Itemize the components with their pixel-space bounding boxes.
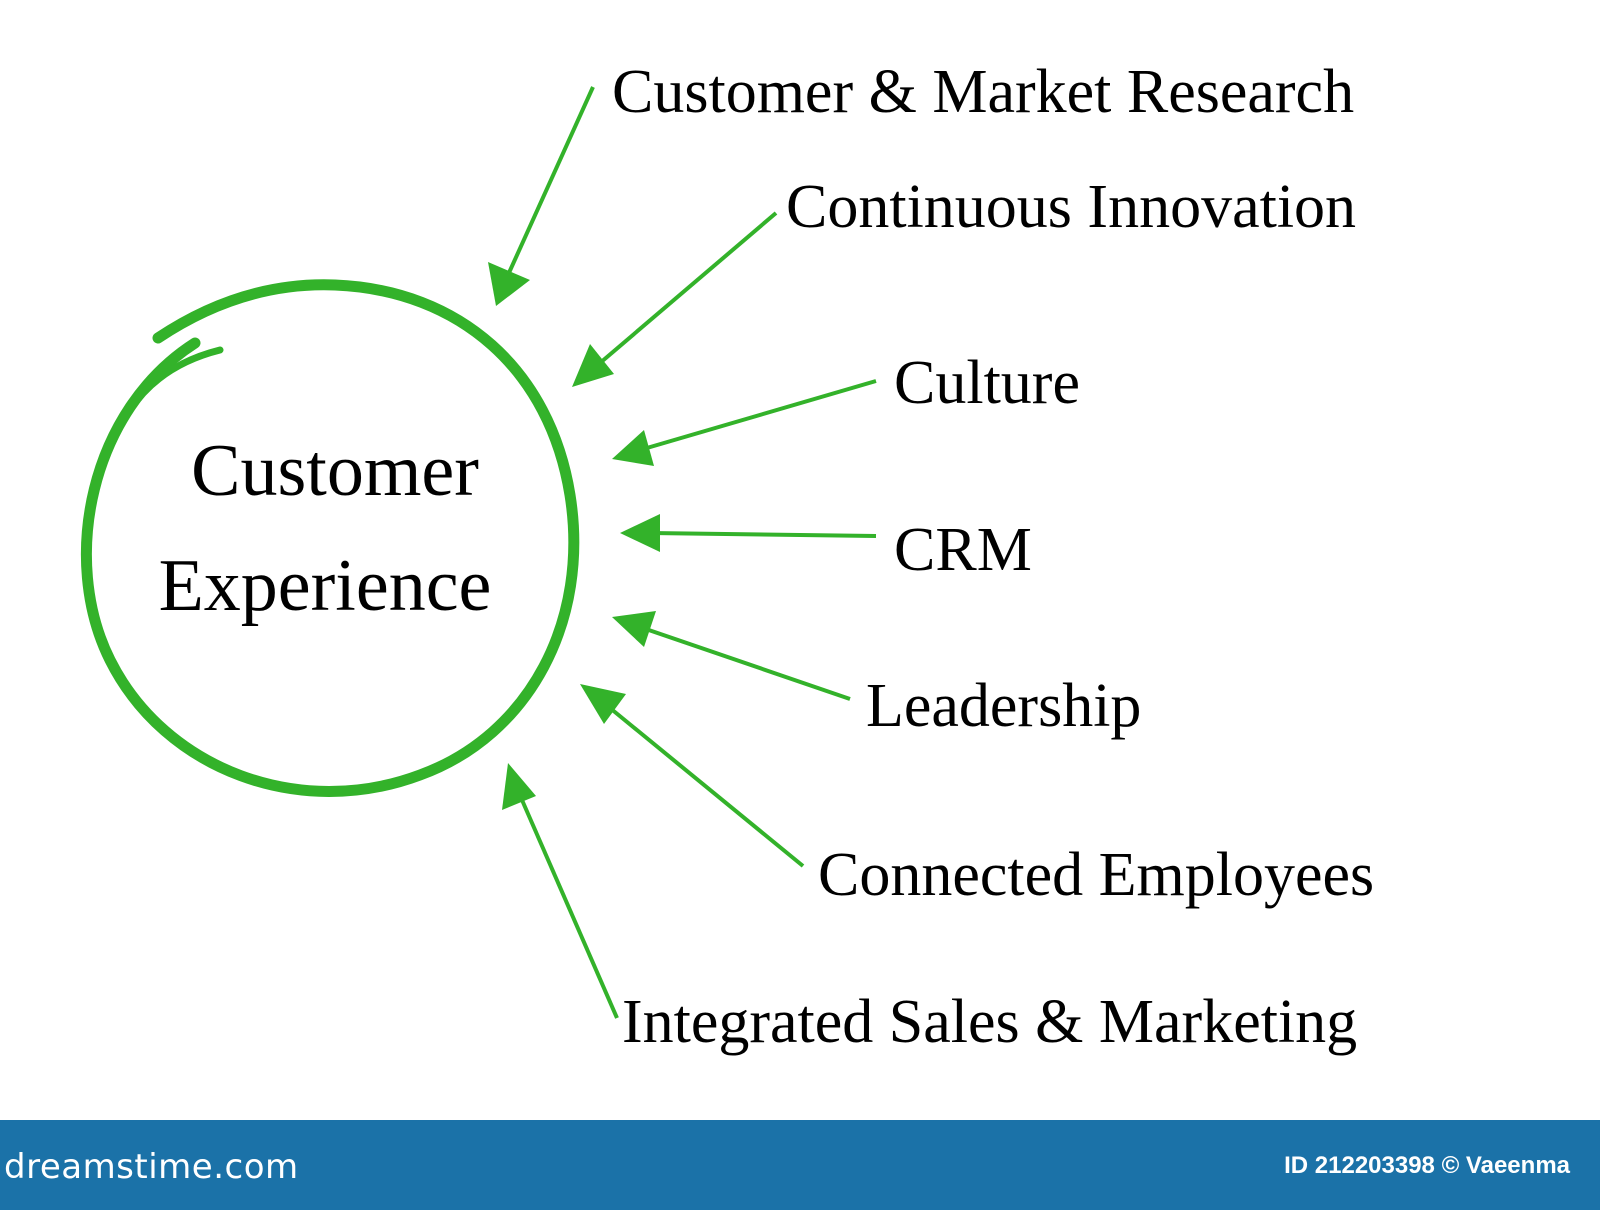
arrows-group	[488, 86, 877, 1019]
arrow-3	[612, 379, 877, 466]
factor-label-integrated-sales-marketing: Integrated Sales & Marketing	[622, 988, 1357, 1056]
arrow-5	[612, 611, 851, 701]
footer-logo: dreamstime.com	[4, 1147, 299, 1187]
center-label-line2: Experience	[159, 545, 492, 627]
circle-stroke	[80, 279, 580, 797]
footer-bar	[0, 1120, 1600, 1210]
diagram-canvas: Customer Experience	[80, 58, 1374, 1056]
factor-label-connected-employees: Connected Employees	[818, 841, 1374, 909]
center-label-line1: Customer	[191, 430, 479, 512]
arrow-4	[620, 514, 877, 552]
factor-label-culture: Culture	[894, 349, 1080, 417]
arrow-1	[488, 86, 595, 306]
factor-label-crm: CRM	[894, 516, 1032, 584]
center-circle	[80, 279, 580, 797]
circle-overlap-stroke	[126, 346, 224, 414]
arrow-7	[502, 763, 619, 1019]
footer-credit: ID 212203398 © Vaeenma	[1284, 1152, 1570, 1179]
factor-label-leadership: Leadership	[866, 672, 1141, 740]
arrow-2	[572, 211, 778, 387]
factor-label-continuous-innovation: Continuous Innovation	[786, 173, 1356, 241]
factor-label-customer-market-research: Customer & Market Research	[612, 58, 1354, 126]
arrow-6	[580, 684, 805, 868]
